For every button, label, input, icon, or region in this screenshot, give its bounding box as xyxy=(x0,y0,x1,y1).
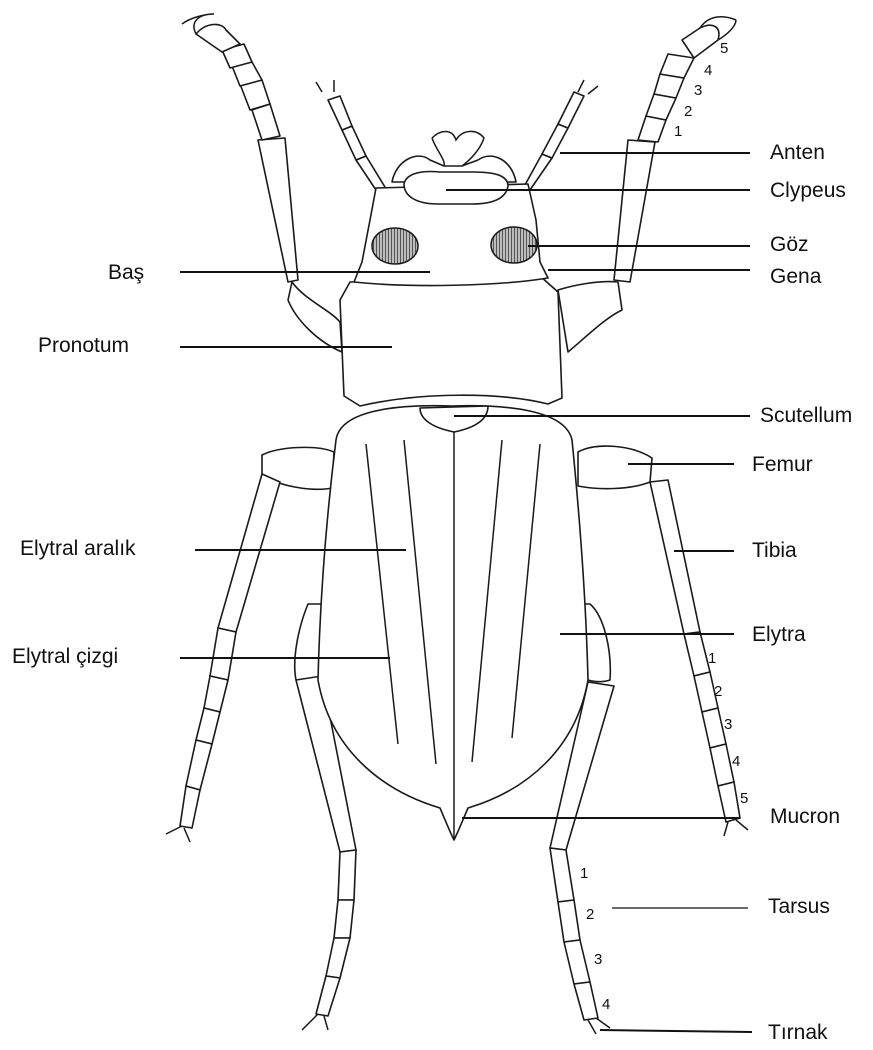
label-tirnak: Tırnak xyxy=(768,1022,828,1043)
segment-number: 1 xyxy=(580,865,588,882)
label-elytra: Elytra xyxy=(752,624,806,645)
segment-number: 4 xyxy=(732,753,740,770)
label-tibia: Tibia xyxy=(752,540,797,561)
segment-number: 4 xyxy=(602,996,610,1013)
segment-number: 3 xyxy=(594,951,602,968)
segment-number: 2 xyxy=(586,906,594,923)
label-femur: Femur xyxy=(752,454,813,475)
segment-number: 3 xyxy=(724,716,732,733)
label-scutellum: Scutellum xyxy=(760,405,852,426)
label-pronotum: Pronotum xyxy=(38,335,129,356)
segment-number: 2 xyxy=(684,103,692,120)
left-eye xyxy=(372,228,418,264)
label-clypeus: Clypeus xyxy=(770,180,846,201)
pronotum-shape xyxy=(340,276,562,406)
label-tarsus: Tarsus xyxy=(768,896,830,917)
antenna-segment-numbers: 1 2 3 4 5 xyxy=(674,40,728,140)
segment-number: 1 xyxy=(674,123,682,140)
segment-number: 4 xyxy=(704,62,712,79)
segment-number: 1 xyxy=(708,650,716,667)
label-elytral-cizgi: Elytral çizgi xyxy=(12,646,118,667)
label-goz: Göz xyxy=(770,234,809,255)
label-bas: Baş xyxy=(108,262,144,283)
label-elytral-aralik: Elytral aralık xyxy=(20,538,136,559)
label-mucron: Mucron xyxy=(770,806,840,827)
elytra-shape xyxy=(318,406,588,840)
segment-number: 5 xyxy=(740,790,748,807)
label-anten: Anten xyxy=(770,142,825,163)
beetle-body xyxy=(318,131,588,840)
left-foreleg xyxy=(182,14,342,352)
label-gena: Gena xyxy=(770,266,821,287)
segment-number: 2 xyxy=(714,683,722,700)
segment-number: 3 xyxy=(694,82,702,99)
segment-number: 5 xyxy=(720,40,728,57)
